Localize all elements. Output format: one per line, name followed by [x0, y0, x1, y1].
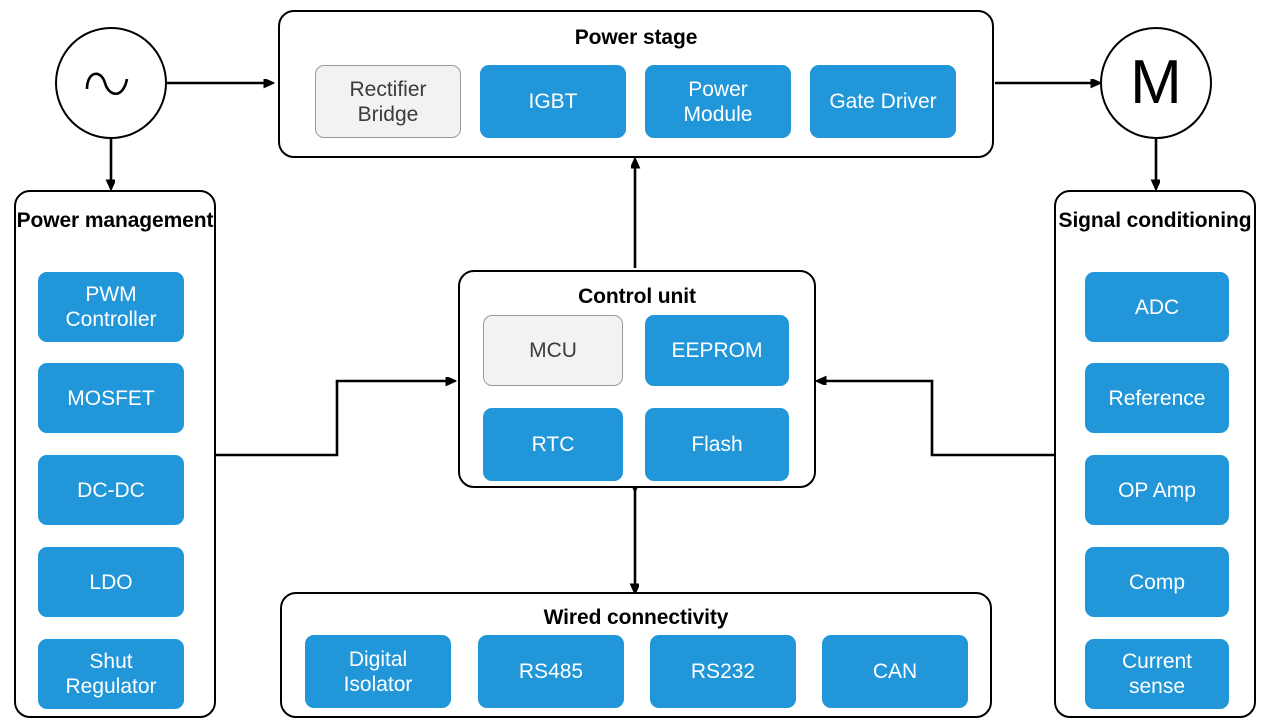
block-pwm-controller[interactable]: PWM Controller [38, 272, 184, 342]
block-current-sense[interactable]: Current sense [1085, 639, 1229, 709]
block-ldo[interactable]: LDO [38, 547, 184, 617]
block-adc[interactable]: ADC [1085, 272, 1229, 342]
signal-conditioning-title: Signal conditioning [1058, 209, 1252, 232]
motor-label: M [1130, 48, 1182, 117]
block-eeprom[interactable]: EEPROM [645, 315, 789, 386]
block-can[interactable]: CAN [822, 635, 968, 708]
block-rs485[interactable]: RS485 [478, 635, 624, 708]
block-igbt[interactable]: IGBT [480, 65, 626, 138]
block-power-module[interactable]: Power Module [645, 65, 791, 138]
block-comp[interactable]: Comp [1085, 547, 1229, 617]
block-digital-isolator[interactable]: Digital Isolator [305, 635, 451, 708]
wire-signal-conditioning-to-control-unit [818, 381, 1054, 457]
block-rs232[interactable]: RS232 [650, 635, 796, 708]
block-mcu[interactable]: MCU [483, 315, 623, 386]
power-stage-title: Power stage [574, 26, 698, 49]
block-dc-dc[interactable]: DC-DC [38, 455, 184, 525]
block-rtc[interactable]: RTC [483, 408, 623, 481]
block-op-amp[interactable]: OP Amp [1085, 455, 1229, 525]
sine-wave-icon [85, 72, 129, 96]
block-shut-regulator[interactable]: Shut Regulator [38, 639, 184, 709]
block-gate-driver[interactable]: Gate Driver [810, 65, 956, 138]
block-reference[interactable]: Reference [1085, 363, 1229, 433]
power-management-title: Power management [16, 209, 214, 232]
motor[interactable]: M [1100, 27, 1212, 139]
wired-connectivity-title: Wired connectivity [543, 606, 729, 629]
block-rectifier-bridge[interactable]: Rectifier Bridge [315, 65, 461, 138]
control-unit-title: Control unit [578, 285, 696, 308]
wire-power-management-to-control-unit [216, 381, 454, 457]
block-flash[interactable]: Flash [645, 408, 789, 481]
ac-source[interactable] [55, 27, 167, 139]
block-mosfet[interactable]: MOSFET [38, 363, 184, 433]
